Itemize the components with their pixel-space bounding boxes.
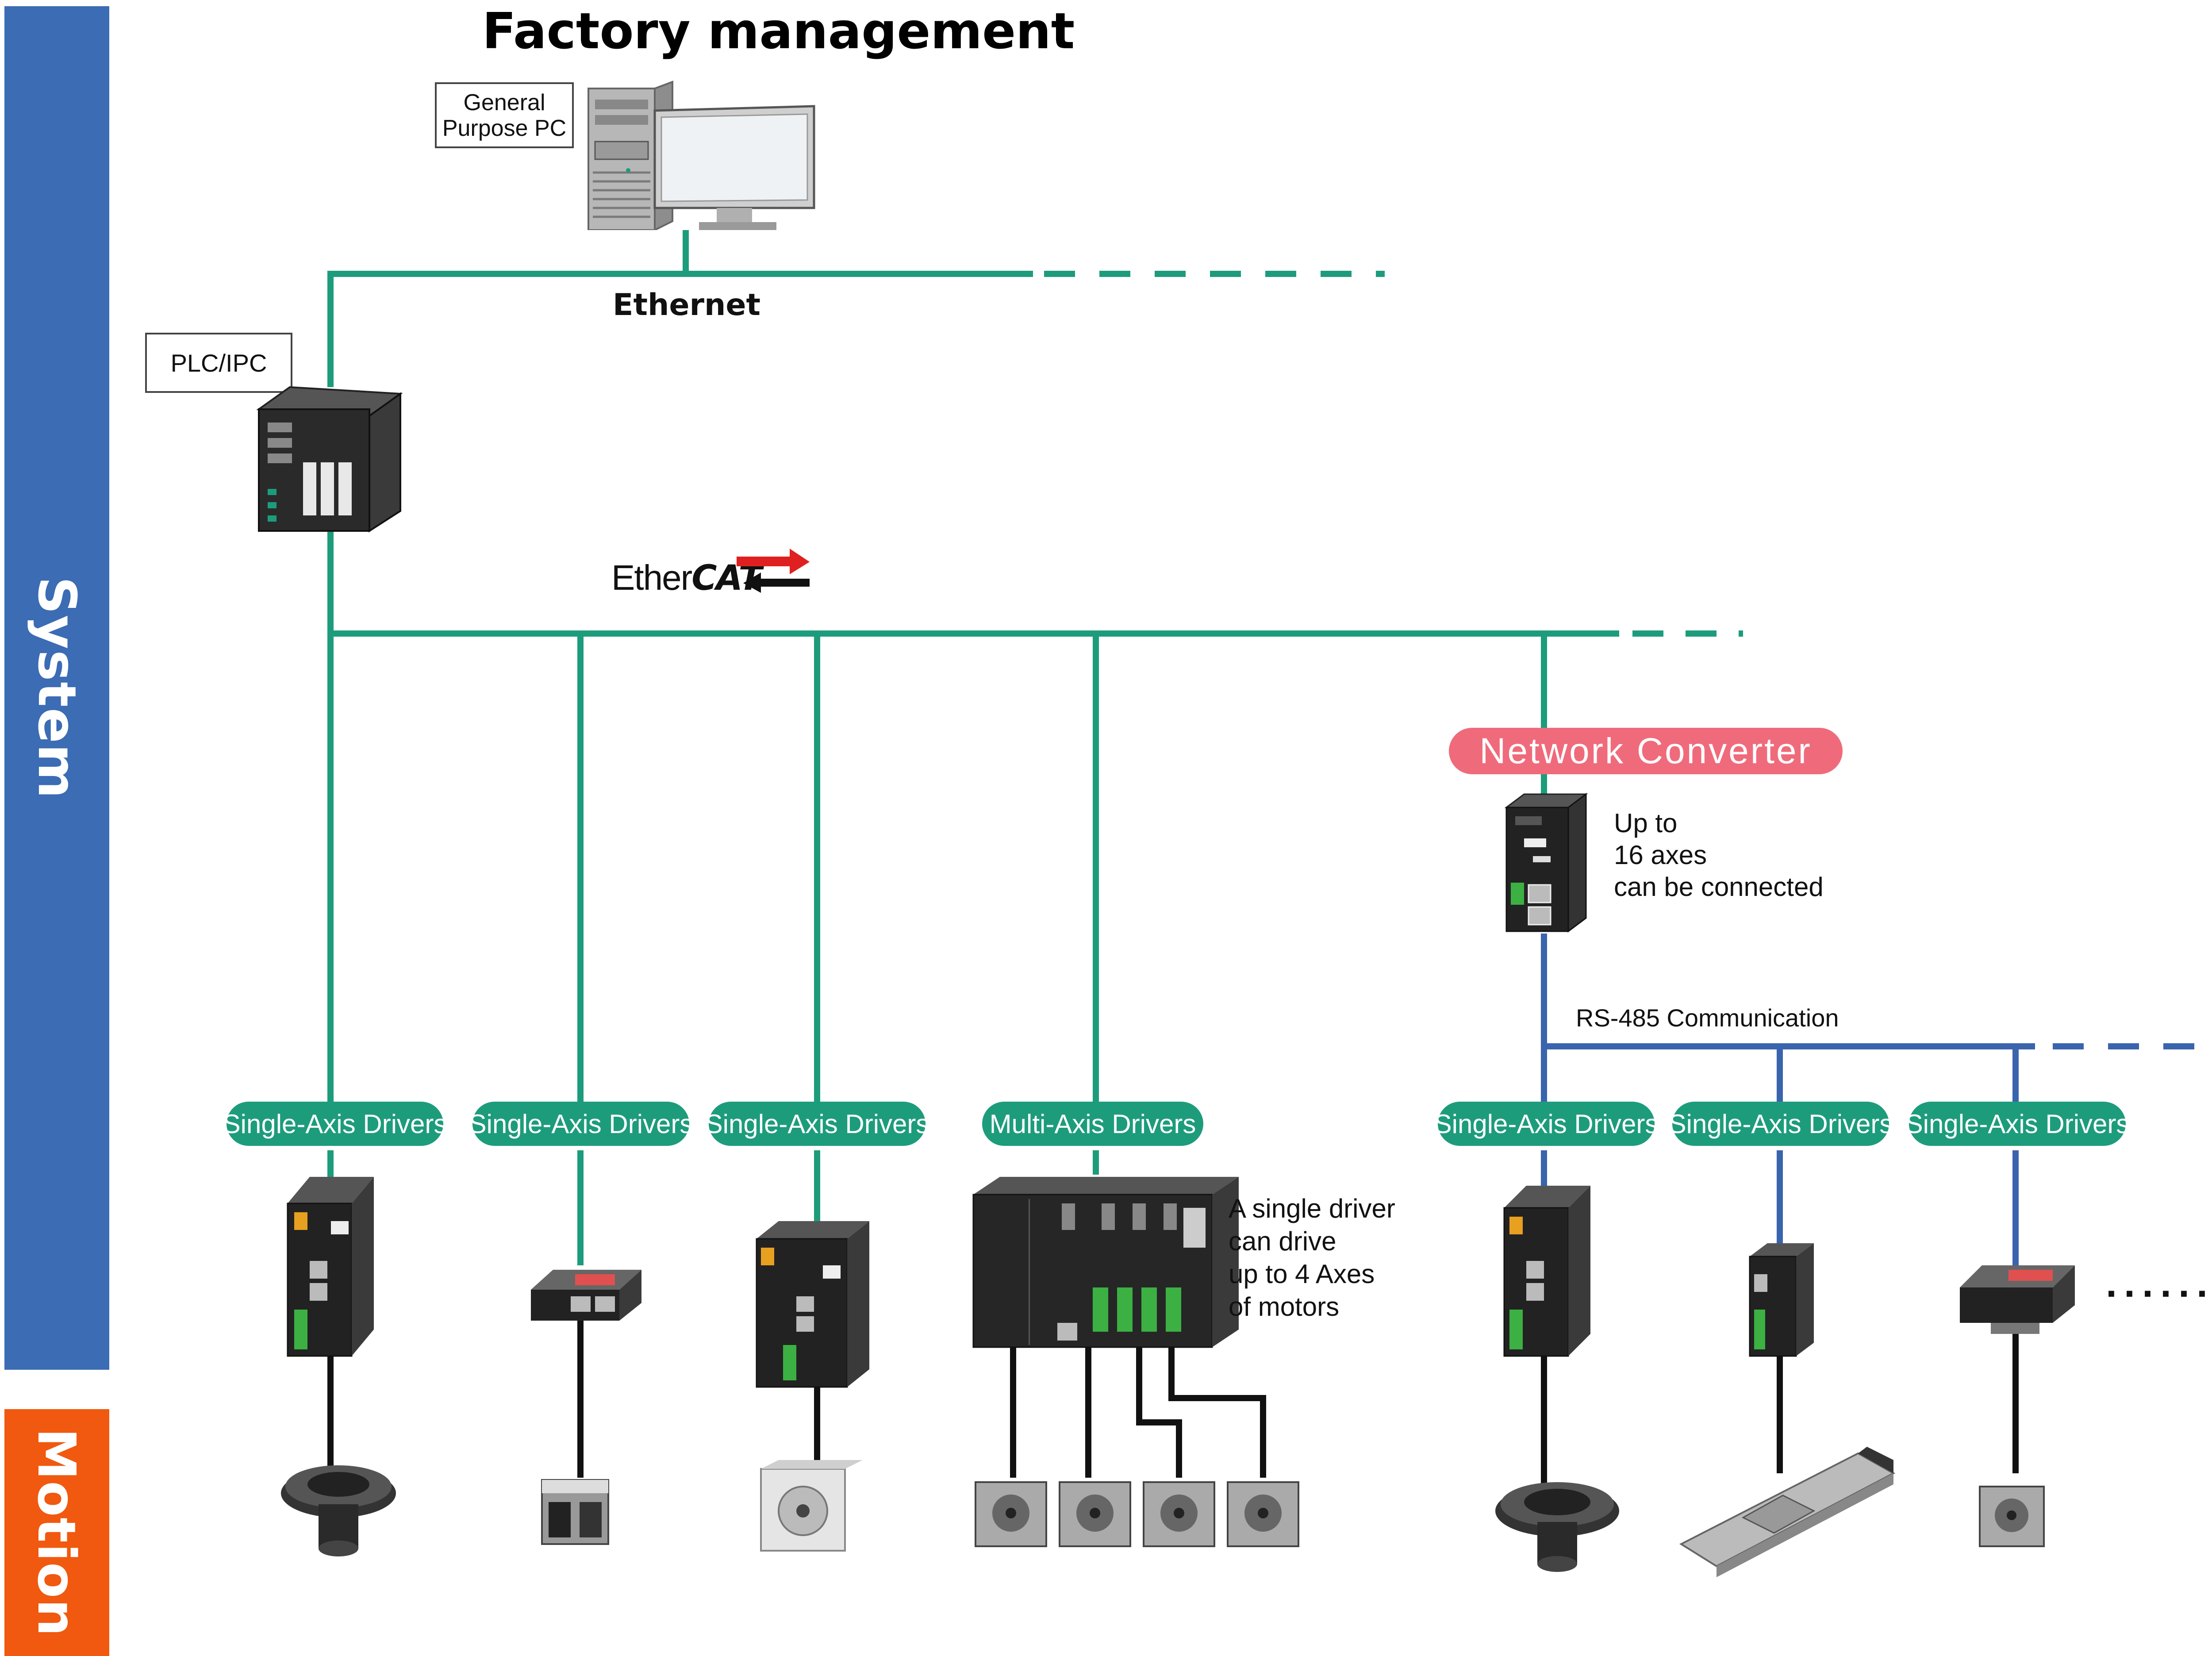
network-converter-label: Network Converter [1449, 728, 1843, 774]
ethernet-label: Ethernet [613, 288, 761, 323]
rs485-line [1541, 934, 2212, 1265]
rs485-label: RS-485 Communication [1576, 1004, 1839, 1032]
driver-icon-4 [972, 1177, 1239, 1348]
ethernet-line [327, 230, 1385, 1106]
plc-icon [256, 386, 403, 533]
stepper-motor-icon-2 [1059, 1481, 1131, 1547]
network-converter-icon [1504, 793, 1588, 933]
stepper-motor-icon-5 [1979, 1486, 2045, 1547]
page-title: Factory management [482, 3, 1075, 60]
converter-note: Up to 16 axes can be connected [1614, 808, 1824, 902]
driver-label-3: Single-Axis Drivers [705, 1102, 929, 1146]
driver-label-7: Single-Axis Drivers [1905, 1102, 2129, 1146]
driver-icon-7 [1960, 1265, 2075, 1334]
driver-label-4: Multi-Axis Drivers [982, 1102, 1203, 1146]
ethercat-arrows-icon [737, 549, 810, 593]
plc-label: PLC/IPC [170, 349, 267, 377]
motor-cables [327, 1321, 2019, 1487]
driver-icon-2 [531, 1270, 641, 1321]
rotary-actuator-icon-1 [281, 1465, 396, 1556]
stepper-motor-icon-3 [1143, 1481, 1215, 1547]
plc-label-box: PLC/IPC [145, 333, 292, 393]
pc-label-line2: Purpose PC [442, 115, 567, 141]
driver-label-1: Single-Axis Drivers [223, 1102, 447, 1146]
ethercat-bus [327, 630, 1743, 1265]
pc-icon [588, 81, 815, 230]
driver-icon-5 [1503, 1186, 1590, 1357]
stepper-motor-icon-1 [975, 1481, 1047, 1547]
pc-label-box: General Purpose PC [435, 82, 574, 148]
stepper-motor-icon-4 [1227, 1481, 1299, 1547]
driver-label-6: Single-Axis Drivers [1669, 1102, 1893, 1146]
driver-icon-1 [287, 1177, 374, 1357]
driver-label-5: Single-Axis Drivers [1434, 1102, 1658, 1146]
compact-stepper-icon [541, 1479, 609, 1545]
rotary-actuator-icon-2 [1495, 1482, 1619, 1572]
pc-label-line1: General [463, 89, 545, 115]
servo-motor-icon [760, 1460, 863, 1552]
driver-icon-6 [1749, 1243, 1814, 1357]
driver-icon-3 [756, 1221, 869, 1388]
system-band: System [4, 6, 109, 1370]
linear-actuator-icon [1679, 1447, 1896, 1577]
ethercat-logo-prefix: Ether [611, 558, 692, 597]
motion-band: Motion [4, 1409, 109, 1656]
driver-label-2: Single-Axis Drivers [469, 1102, 693, 1146]
multi-axis-note: A single driver can drive up to 4 Axes o… [1229, 1194, 1395, 1322]
continuation-dots: ...... [2106, 1261, 2212, 1306]
